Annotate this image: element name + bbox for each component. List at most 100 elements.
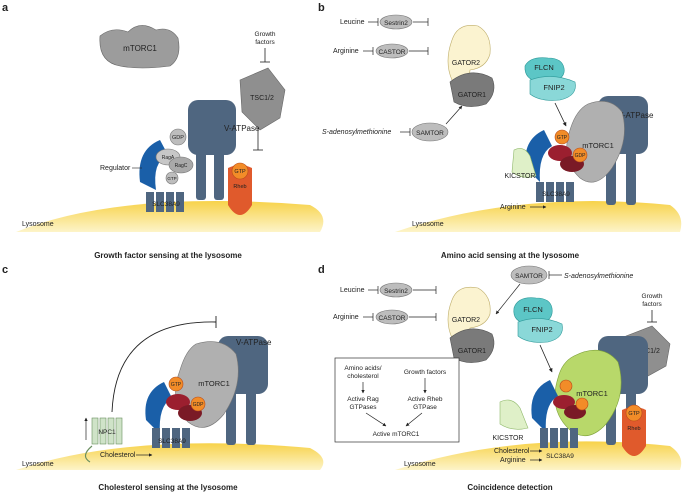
gtp-circle-rheb-d bbox=[625, 404, 643, 422]
gator2-label-d: GATOR2 bbox=[452, 317, 480, 324]
samtor-label-d: SAMTOR bbox=[515, 273, 543, 280]
lysosome-membrane-b bbox=[395, 201, 682, 232]
slc-helix-c-1 bbox=[152, 428, 160, 448]
growth-factors-label-d-2: factors bbox=[642, 301, 662, 308]
arginine-bottom-label-b: Arginine bbox=[500, 204, 526, 211]
lysosome-label-b: Lysosome bbox=[412, 221, 444, 228]
samtor-shape-b bbox=[411, 122, 449, 142]
slc-helix-b-4 bbox=[566, 182, 574, 202]
slc-helix-a-2 bbox=[156, 192, 164, 212]
panel-c: c Lysosome V-ATPase mTORC1 GTP GDP SLC38… bbox=[2, 264, 324, 492]
sestrin2-shape-b bbox=[379, 14, 413, 30]
kicstor-shape-b bbox=[511, 148, 537, 178]
box-rheb-line-1: Active Rheb bbox=[407, 396, 442, 403]
sestrin2-label-d: Sestrin2 bbox=[384, 288, 408, 295]
gtp-rheb-label-a: GTP bbox=[234, 169, 246, 175]
rheb-label-a: Rheb bbox=[233, 184, 246, 190]
slc-helix-d-4 bbox=[570, 428, 578, 448]
panel-b-letter: b bbox=[318, 2, 325, 14]
samtor-shape-d bbox=[510, 265, 548, 285]
castor-label-b: CASTOR bbox=[379, 49, 406, 56]
rheb-shape-a bbox=[228, 165, 252, 215]
gdp-circle-c bbox=[190, 396, 206, 412]
regulator-d bbox=[531, 380, 558, 432]
gtp-circle-b bbox=[554, 129, 570, 145]
panel-d-letter: d bbox=[318, 264, 325, 276]
gator2-shape-d bbox=[447, 286, 491, 347]
flcn-label-b: FLCN bbox=[534, 63, 554, 72]
regulator-label-a: Regulator bbox=[100, 165, 131, 172]
gtp-circle-rheb-a bbox=[231, 162, 249, 180]
box-rag-line-2: GTPases bbox=[349, 404, 377, 411]
gdp-circle-a bbox=[169, 128, 187, 146]
growth-factors-label-d-1: Growth bbox=[642, 293, 663, 300]
panel-d: d Lysosome SAMTOR S-adenosylmethionine L… bbox=[318, 264, 682, 492]
gator1-label-b: GATOR1 bbox=[458, 92, 486, 99]
box-arrow-rag-mtorc1 bbox=[365, 412, 387, 427]
gator1-shape-d bbox=[449, 328, 495, 363]
leucine-label-d: Leucine bbox=[340, 287, 365, 294]
rag-a-label-a: RagA bbox=[162, 155, 175, 161]
lysosome-membrane-d bbox=[395, 441, 682, 470]
fnip2-label-b: FNIP2 bbox=[543, 83, 564, 92]
sestrin2-label-b: Sestrin2 bbox=[384, 20, 408, 27]
arginine-bottom-label-d: Arginine bbox=[500, 457, 526, 464]
panel-b: b Lysosome Leucine Sestrin2 Arginine CAS… bbox=[318, 2, 682, 260]
npc1-c bbox=[84, 417, 123, 463]
flcn-label-d: FLCN bbox=[523, 305, 543, 314]
arrow-flcn-rag-d bbox=[539, 344, 553, 373]
vatpase-label-c: V-ATPase bbox=[236, 338, 272, 347]
rheb-shape-d bbox=[622, 407, 646, 456]
box-mtorc1-label: Active mTORC1 bbox=[373, 431, 420, 438]
slc-helix-b-1 bbox=[536, 182, 544, 202]
kicstor-label-d: KICSTOR bbox=[493, 435, 524, 442]
slc-helix-c-3 bbox=[172, 428, 180, 448]
gtp-label-b: GTP bbox=[557, 135, 568, 141]
kicstor-label-b: KICSTOR bbox=[505, 173, 536, 180]
rag-a-shape-c bbox=[166, 394, 190, 410]
slc-helix-c-4 bbox=[182, 428, 190, 448]
vatpase-stalk-a-2 bbox=[214, 150, 224, 200]
box-arrow-rheb-mtorc1 bbox=[405, 412, 423, 427]
arrow-samtor-gator1-b bbox=[445, 105, 463, 125]
slc-label-d: SLC38A9 bbox=[546, 453, 574, 460]
npc1-helix-c-2 bbox=[99, 417, 107, 445]
fnip2-label-d: FNIP2 bbox=[531, 325, 552, 334]
arrow-flcn-rag-b bbox=[554, 102, 567, 127]
vatpase-head-a bbox=[188, 100, 236, 155]
gtp-circle-rag-a bbox=[165, 171, 179, 185]
slc-helix-c-2 bbox=[162, 428, 170, 448]
kicstor-shape-d bbox=[499, 399, 529, 430]
rag-a-shape-b bbox=[548, 145, 572, 161]
slc-helix-d-3 bbox=[560, 428, 568, 448]
mtorc1-label-c: mTORC1 bbox=[198, 379, 230, 388]
gator2-shape-b bbox=[447, 25, 491, 89]
vatpase-label-b: V-ATPase bbox=[618, 111, 654, 120]
logic-box bbox=[334, 357, 460, 443]
growth-factors-label-a-1: Growth bbox=[255, 31, 276, 38]
slc-helix-b-3 bbox=[556, 182, 564, 202]
slc-helix-a-1 bbox=[146, 192, 154, 212]
gtp-circle-rag-d bbox=[559, 379, 573, 393]
mtorc1-complex-a bbox=[99, 25, 180, 69]
vatpase-label-a: V-ATPase bbox=[224, 124, 260, 133]
box-amino-line-1: Amino acids/ bbox=[344, 365, 381, 372]
gdp-label-b: GDP bbox=[575, 153, 587, 159]
rag-a-shape-d bbox=[553, 395, 575, 409]
gdp-circle-rag-d bbox=[575, 397, 589, 411]
arginine-top-label-d: Arginine bbox=[333, 314, 359, 321]
npc1-helix-c-1 bbox=[91, 417, 99, 445]
slc-helix-d-2 bbox=[550, 428, 558, 448]
lysosome-label-a: Lysosome bbox=[22, 221, 54, 228]
vatpase-stalk-c-2 bbox=[246, 390, 256, 445]
arginine-top-label-b: Arginine bbox=[333, 48, 359, 55]
sam-label-b: S-adenosylmethionine bbox=[322, 129, 391, 136]
slc-helix-a-4 bbox=[176, 192, 184, 212]
box-growth-label: Growth factors bbox=[404, 369, 447, 376]
vatpase-stalk-a-1 bbox=[196, 150, 206, 200]
sestrin2-shape-d bbox=[379, 282, 413, 298]
panel-c-letter: c bbox=[2, 264, 8, 276]
tsc-label-d: TSC1/2 bbox=[636, 348, 660, 355]
lysosome-label-c: Lysosome bbox=[22, 461, 54, 468]
